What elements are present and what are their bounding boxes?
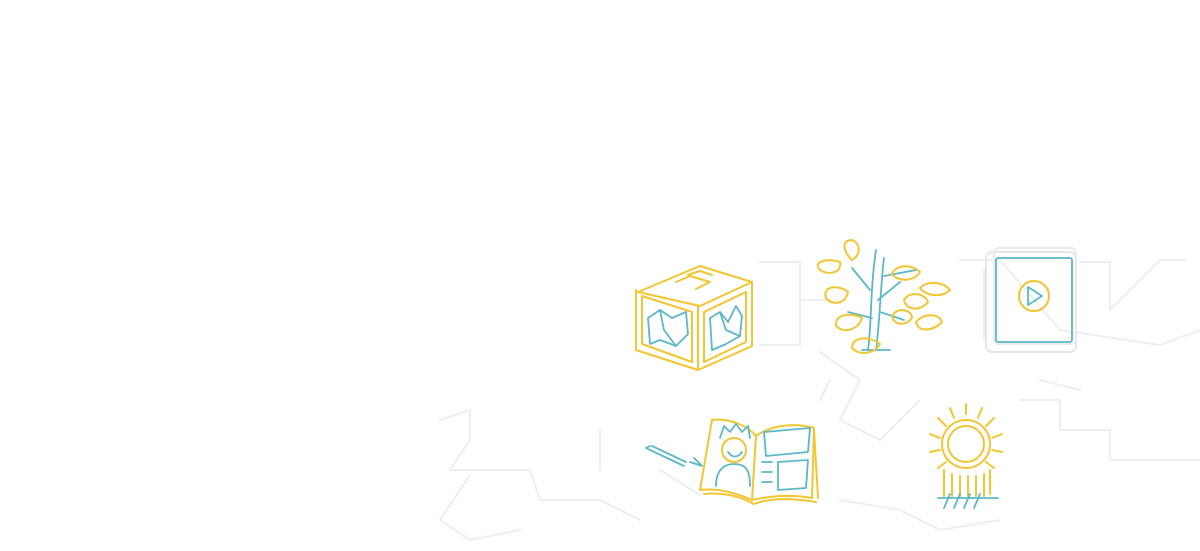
tablet-video-icon (983, 247, 1077, 353)
background-sketch-lines (439, 259, 1200, 541)
sun-medal-icon (929, 403, 1003, 509)
picture-book-icon (645, 418, 819, 505)
toy-block-icon (635, 265, 753, 371)
leafy-tree-icon (816, 239, 951, 354)
